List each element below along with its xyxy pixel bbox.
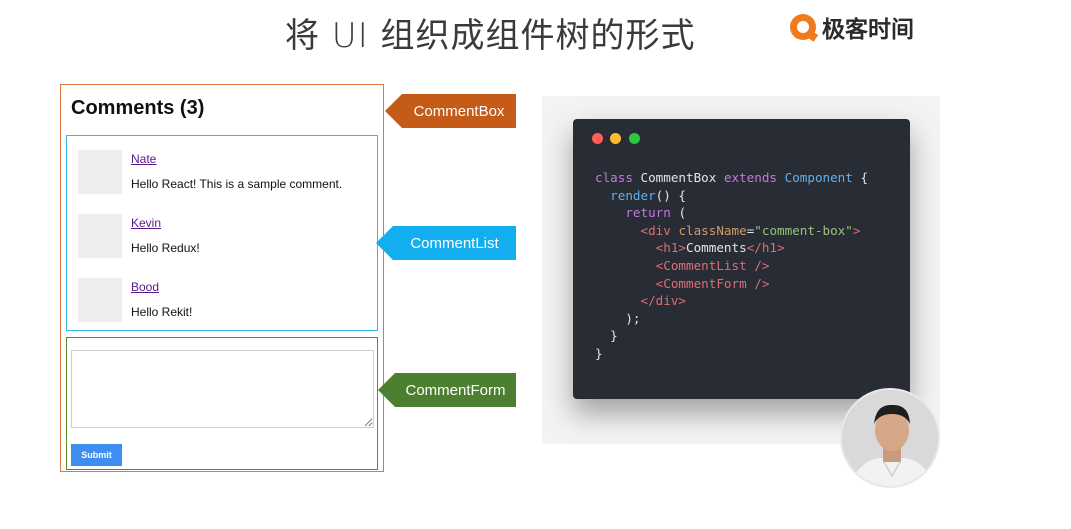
brand-logo-text: 极客时间	[822, 17, 914, 43]
close-dot-icon	[592, 133, 603, 144]
code-token: </div>	[640, 293, 687, 309]
label-comment-form: CommentForm	[378, 373, 516, 407]
code-token: >	[852, 222, 861, 238]
code-token: (	[678, 205, 687, 221]
comment-text: Hello Redux!	[131, 241, 200, 255]
presenter-video	[840, 388, 940, 488]
code-line: <h1>Comments</h1>	[595, 239, 868, 257]
code-line: <div className="comment-box">	[595, 222, 868, 240]
slide-title: 将 UI 组织成组件树的形式	[285, 16, 696, 56]
label-comment-list: CommentList	[376, 226, 516, 260]
code-line: }	[595, 327, 868, 345]
minimize-dot-icon	[610, 133, 621, 144]
avatar	[78, 278, 122, 322]
code-token: Component	[784, 170, 853, 185]
code-line: return (	[595, 204, 868, 222]
comment-author-link[interactable]: Bood	[131, 280, 160, 294]
comment-author-link[interactable]: Kevin	[131, 216, 162, 230]
code-line: }	[595, 345, 868, 363]
comment-text: Hello React! This is a sample comment.	[131, 177, 343, 191]
label-comment-box: CommentBox	[385, 94, 516, 128]
geek-time-logo-icon	[790, 14, 816, 40]
comment-box: Comments (3) Nate Hello React! This is a…	[60, 84, 384, 472]
comment-form: Submit	[66, 337, 378, 470]
code-token: extends	[723, 170, 778, 185]
code-token: () {	[655, 187, 687, 203]
code-line: render() {	[595, 187, 868, 205]
code-token: <CommentForm />	[655, 275, 770, 291]
code-line: <CommentList />	[595, 257, 868, 275]
comment-textarea[interactable]	[71, 350, 374, 428]
code-token: render	[610, 187, 656, 203]
avatar	[78, 150, 122, 194]
comment-author-link[interactable]: Nate	[131, 152, 157, 166]
code-token: {	[860, 170, 869, 185]
code-line: );	[595, 310, 868, 328]
code-token: "comment-box"	[754, 222, 853, 238]
maximize-dot-icon	[629, 133, 640, 144]
code-window: class CommentBox extends Component { ren…	[573, 119, 910, 399]
comments-heading: Comments (3)	[71, 97, 205, 119]
code-token: =	[746, 222, 755, 238]
comment-text: Hello Rekit!	[131, 305, 193, 319]
code-token: }	[610, 328, 618, 344]
code-token: <CommentList />	[655, 257, 770, 273]
code-token: className	[678, 222, 747, 238]
code-token: );	[625, 310, 641, 326]
code-line: <CommentForm />	[595, 275, 868, 293]
code-token: </h1>	[746, 240, 785, 256]
brand-logo: 极客时间	[790, 10, 914, 44]
code-line: class CommentBox extends Component {	[595, 169, 868, 187]
code-token: <div	[640, 222, 671, 238]
submit-button[interactable]: Submit	[71, 444, 122, 466]
code-token: class	[595, 170, 633, 185]
code-token: }	[595, 345, 603, 361]
code-token: Comments	[686, 240, 747, 256]
code-token: return	[625, 205, 671, 221]
code-line: </div>	[595, 292, 868, 310]
code-token: <h1>	[655, 240, 687, 256]
code-token: CommentBox	[640, 170, 717, 185]
presenter-portrait	[842, 390, 938, 486]
comment-list: Nate Hello React! This is a sample comme…	[66, 135, 378, 331]
code-block: class CommentBox extends Component { ren…	[595, 169, 868, 363]
avatar	[78, 214, 122, 258]
